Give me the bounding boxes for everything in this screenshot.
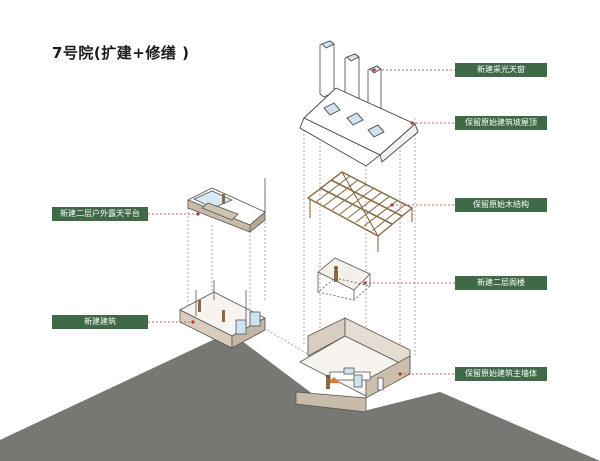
pitched-roof: [299, 87, 419, 167]
leader-lines: [148, 69, 455, 375]
label-terrace: 新建二层户外露天平台: [52, 207, 148, 221]
label-original-main-wall: 保留原始建筑主墙体: [455, 367, 547, 381]
label-original-wood-structure: 保留原始木结构: [455, 198, 547, 212]
leader-dots: [191, 68, 414, 376]
label-new-skylight: 新建采光天窗: [455, 63, 547, 77]
label-new-loft: 新建二层阁楼: [455, 276, 547, 290]
loft-level: [317, 257, 371, 301]
timber-structure: [306, 171, 414, 252]
diagram-title: 7号院(扩建+修缮 ): [52, 44, 190, 62]
new-building-annex: [179, 280, 266, 349]
main-ground-floor: [295, 317, 411, 413]
label-new-building: 新建建筑: [52, 315, 148, 329]
terrace-level: [187, 178, 266, 233]
label-original-roof: 保留原始建筑坡屋顶: [455, 116, 547, 130]
